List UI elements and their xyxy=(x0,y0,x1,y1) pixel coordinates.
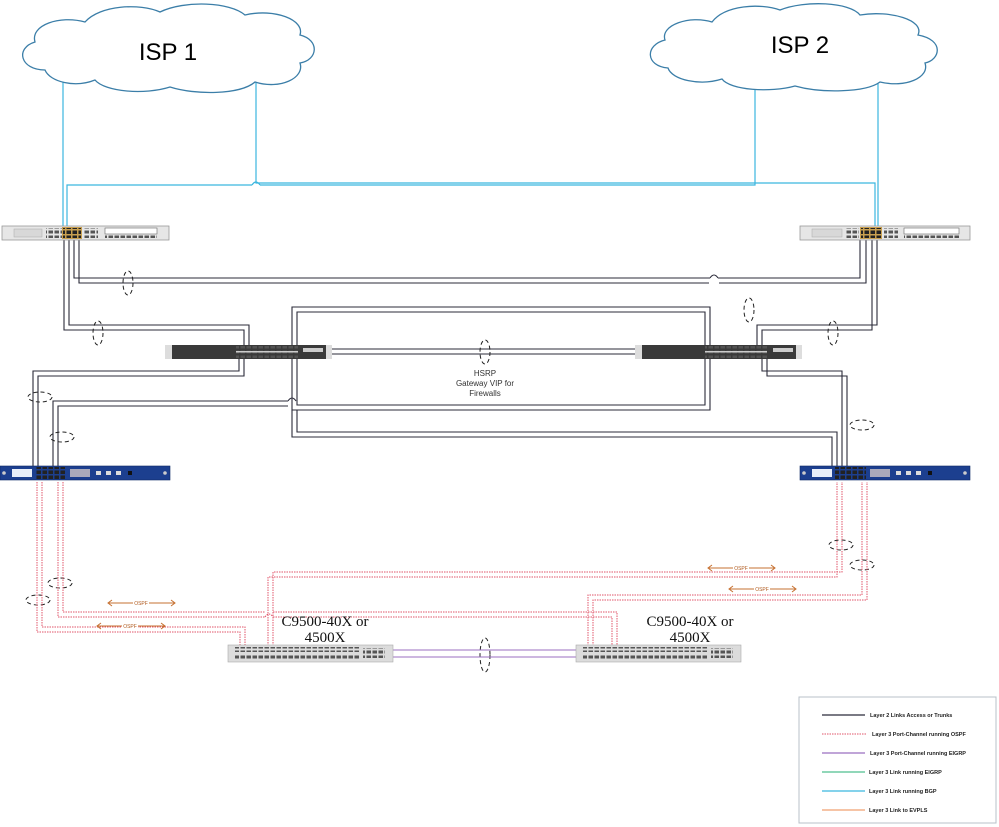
hsrp-gateway-label: Gateway VIP for xyxy=(456,379,514,388)
hsrp-label: HSRP xyxy=(474,369,496,378)
core-switch-right xyxy=(575,644,742,663)
cloud-isp1: ISP 1 xyxy=(22,3,315,94)
core-left-label-1: C9500-40X or xyxy=(281,614,368,630)
cloud-isp2: ISP 2 xyxy=(649,3,938,92)
svg-text:Layer 3 Link to EVPLS: Layer 3 Link to EVPLS xyxy=(869,808,928,814)
ospf-label-3: OSPF xyxy=(734,566,748,572)
firewall-right xyxy=(799,465,971,481)
bgp-link-isp1-router-right xyxy=(255,82,876,230)
ospf-label-1: OSPF xyxy=(134,601,148,607)
core-left-label-2: 4500X xyxy=(305,630,346,646)
svg-text:Layer 3 Port-Channel running E: Layer 3 Port-Channel running EIGRP xyxy=(870,751,966,757)
svg-text:Layer 3 Link running BGP: Layer 3 Link running BGP xyxy=(869,789,937,795)
core-right-label-1: C9500-40X or xyxy=(646,614,733,630)
bgp-link-isp2-router-left xyxy=(66,82,756,230)
legend-item-bgp: Layer 3 Link running BGP xyxy=(822,789,937,795)
core-switch-left xyxy=(227,644,394,663)
hsrp-switch-left xyxy=(165,345,332,359)
legend-item-evpls: Layer 3 Link to EVPLS xyxy=(822,808,928,814)
legend-item-ospf: Layer 3 Port-Channel running OSPF xyxy=(822,732,966,738)
ospf-links xyxy=(36,482,868,646)
ospf-label-4: OSPF xyxy=(755,587,769,593)
hsrp-switch-right xyxy=(635,345,802,359)
hsrp-firewalls-label: Firewalls xyxy=(469,389,501,398)
layer2-cross-links xyxy=(52,397,297,466)
svg-text:Layer 3 Port-Channel running O: Layer 3 Port-Channel running OSPF xyxy=(872,732,966,738)
layer2-links xyxy=(32,240,878,466)
legend-item-layer2: Layer 2 Links Access or Trunks xyxy=(822,713,952,719)
ospf-label-2: OSPF xyxy=(123,624,137,630)
legend: Layer 2 Links Access or Trunks Layer 3 P… xyxy=(798,696,997,824)
legend-item-eigrp: Layer 3 Link running EIGRP xyxy=(822,770,942,776)
edge-router-right xyxy=(799,225,971,241)
firewall-left xyxy=(0,465,171,481)
core-right-label-2: 4500X xyxy=(670,630,711,646)
edge-router-left xyxy=(1,225,170,241)
svg-text:Layer 3 Link running EIGRP: Layer 3 Link running EIGRP xyxy=(869,770,942,776)
port-channel-markers xyxy=(25,270,875,673)
legend-item-eigrp-port-channel: Layer 3 Port-Channel running EIGRP xyxy=(822,751,966,757)
cloud-isp1-label: ISP 1 xyxy=(139,39,197,66)
eigrp-port-channel xyxy=(392,649,578,658)
svg-text:Layer 2 Links Access or Trunks: Layer 2 Links Access or Trunks xyxy=(870,713,952,719)
cloud-isp2-label: ISP 2 xyxy=(771,32,829,59)
bgp-links xyxy=(62,78,879,230)
